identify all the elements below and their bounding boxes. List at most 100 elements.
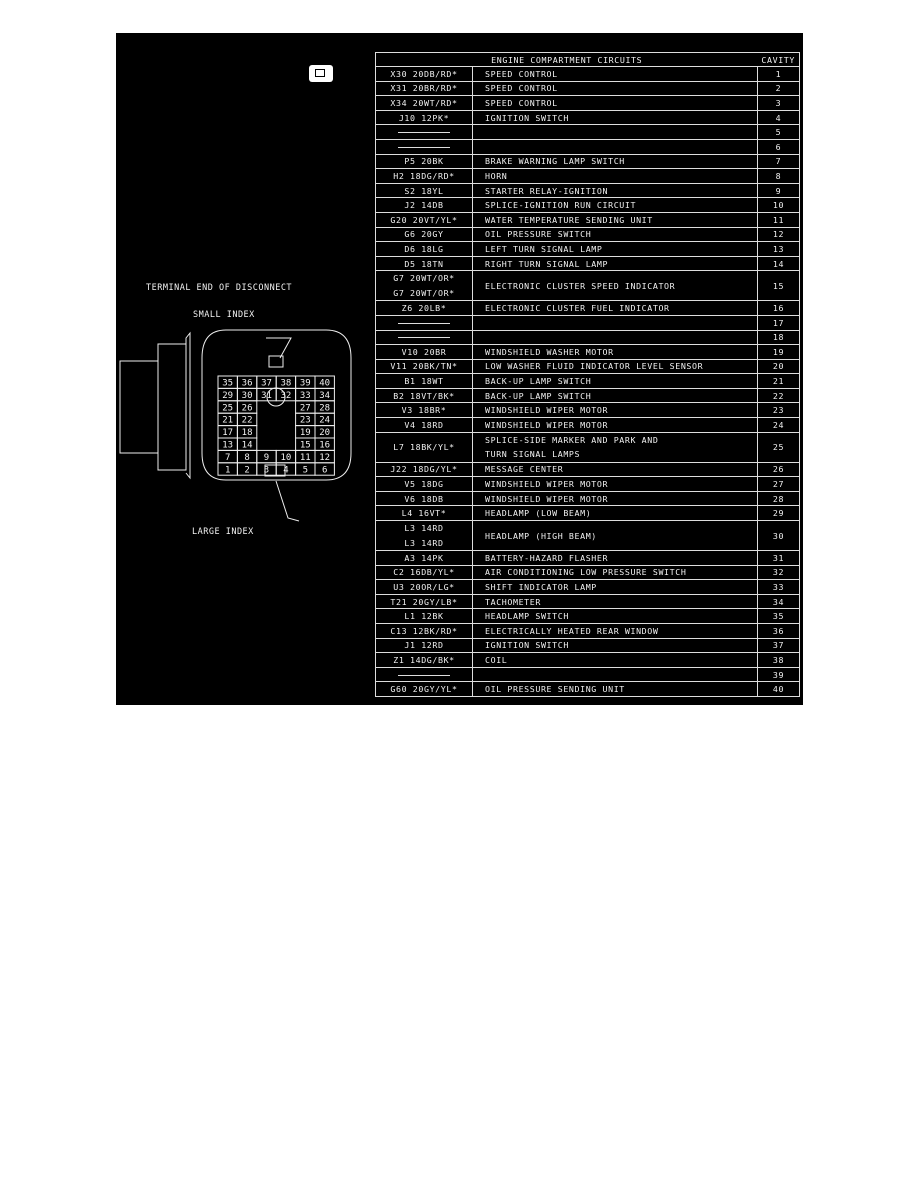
cavity-number: 31 [756,550,801,566]
circuit-description-line2: TURN SIGNAL LAMPS [485,449,581,460]
wire-code: V10 20BR [401,346,447,357]
circuit-cell [472,329,758,346]
circuit-cell: STARTER RELAY-IGNITION [472,182,758,199]
cavity-number: 8 [756,168,801,184]
wire-code: Z1 14DG/BK* [393,654,455,665]
wire-code: X31 20BR/RD* [390,83,458,94]
cavity-number: 39 [756,666,801,683]
cavity-number: 36 [756,623,801,639]
cavity-number: 15 [756,270,801,302]
circuit-cell: WINDSHIELD WIPER MOTOR [472,476,758,492]
wire-cell: G6 20GY [375,226,473,243]
circuit-description: BATTERY-HAZARD FLASHER [485,552,609,563]
circuit-cell: TACHOMETER [472,593,758,610]
wire-cell [375,124,473,140]
wire-code: G7 20WT/OR* [393,287,455,298]
table-row: V11 20BK/TN* LOW WASHER FLUID INDICATOR L… [375,358,801,375]
cavity-label: 17 [222,428,233,438]
circuit-cell: WINDSHIELD WIPER MOTOR [472,417,758,433]
wire-code: S2 18YL [404,185,444,196]
wire-cell: G7 20WT/OR* G7 20WT/OR* [375,270,473,302]
wire-cell: L1 12BK [375,608,473,624]
cavity-number: 40 [756,681,801,697]
connector-side-body [119,360,159,454]
circuit-cell: SPEED CONTROL [472,80,758,97]
circuit-description: BACK-UP LAMP SWITCH [485,376,592,387]
table-row: L4 16VT*HEADLAMP (LOW BEAM)29 [375,505,801,522]
cavity-number: 37 [756,637,801,654]
cavity-number: 1 [756,66,801,82]
wire-cell: V3 18BR* [375,402,473,419]
wire-cell [375,329,473,346]
wire-code: X30 20DB/RD* [390,68,458,79]
circuit-cell: WINDSHIELD WASHER MOTOR [472,344,758,360]
wire-code: V11 20BK/TN* [390,361,458,372]
cavity-label: 22 [242,416,253,426]
cavity-number: 18 [756,329,801,346]
circuit-description: TACHOMETER [485,596,541,607]
circuit-cell: LOW WASHER FLUID INDICATOR LEVEL SENSOR [472,358,758,375]
circuit-cell: ELECTRICALLY HEATED REAR WINDOW [472,623,758,639]
cavity-number: 6 [756,138,801,155]
circuit-cell: OIL PRESSURE SWITCH [472,226,758,243]
circuit-description: HORN [485,170,508,181]
circuit-description: STARTER RELAY-IGNITION [485,185,609,196]
wire-cell: L4 16VT* [375,505,473,522]
wire-cell: U3 20OR/LG* [375,579,473,595]
wire-cell: A3 14PK [375,550,473,566]
cavity-number: 25 [756,431,801,463]
wire-cell: J10 12PK* [375,109,473,126]
wire-cell: V5 18DG [375,476,473,492]
circuit-cell: SPLICE-SIDE MARKER AND PARK AND TURN SIGN… [472,431,758,463]
connector-face-outline [201,329,352,481]
wire-code: G7 20WT/OR* [393,273,455,284]
cavity-number: 5 [756,124,801,140]
circuit-description: BACK-UP LAMP SWITCH [485,390,592,401]
cavity-number: 13 [756,241,801,257]
wire-code: A3 14PK [404,552,444,563]
wire-code: V4 18RD [404,419,444,430]
circuit-description: WATER TEMPERATURE SENDING UNIT [485,214,653,225]
circuit-cell [472,124,758,140]
circuit-cell: AIR CONDITIONING LOW PRESSURE SWITCH [472,564,758,581]
cavity-label: 35 [222,379,233,389]
circuit-cell: BATTERY-HAZARD FLASHER [472,550,758,566]
cavity-number: 38 [756,652,801,668]
cavity-label: 6 [322,465,327,475]
circuit-cell: WINDSHIELD WIPER MOTOR [472,402,758,419]
circuit-cell: IGNITION SWITCH [472,637,758,654]
wire-cell: J2 14DB [375,197,473,213]
cavity-label: 20 [319,428,330,438]
circuit-cell: LEFT TURN SIGNAL LAMP [472,241,758,257]
cavity-number: 9 [756,182,801,199]
table-row: A3 14PK BATTERY-HAZARD FLASHER 31 [375,550,801,566]
wire-cell: P5 20BK [375,153,473,170]
cavity-header: CAVITY [757,52,801,67]
circuit-cell: ELECTRONIC CLUSTER SPEED INDICATOR [472,270,758,302]
cavity-number: 27 [756,476,801,492]
cavity-label: 21 [222,416,233,426]
cavity-number: 16 [756,300,801,316]
circuit-description: SPEED CONTROL [485,83,558,94]
cavity-number: 4 [756,109,801,126]
circuit-description: ELECTRONIC CLUSTER SPEED INDICATOR [485,280,676,291]
cavity-number: 20 [756,358,801,375]
large-index-arrow [275,480,300,522]
cavity-label: 38 [280,379,291,389]
wire-code: G60 20GY/YL* [390,684,458,695]
blank-wire-line [398,337,450,339]
cavity-number: 28 [756,490,801,507]
circuit-description: SPLICE-SIDE MARKER AND PARK AND [485,434,659,445]
wire-code: D5 18TN [404,258,444,269]
